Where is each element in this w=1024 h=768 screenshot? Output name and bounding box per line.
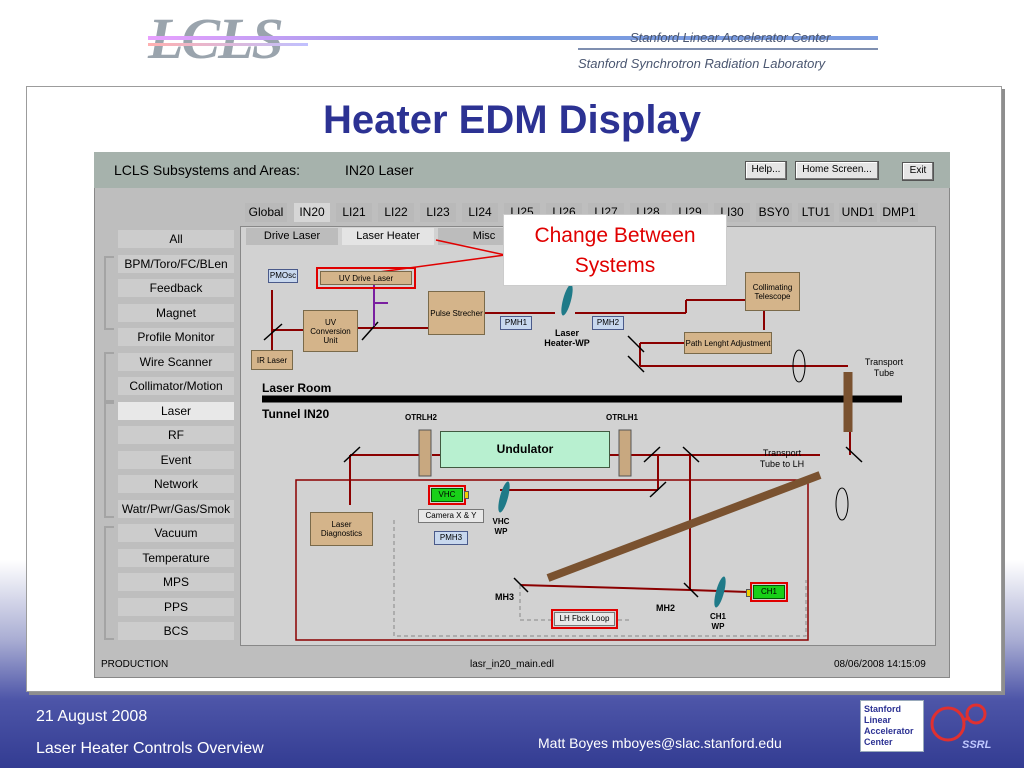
header-rule — [578, 48, 878, 50]
sidebar-item-temperature[interactable]: Temperature — [118, 549, 234, 567]
footer-date: 21 August 2008 — [36, 708, 148, 725]
svg-text:SSRL: SSRL — [962, 739, 992, 751]
laser-heater-wp-label: Laser Heater-WP — [544, 328, 590, 348]
sidebar-item-event[interactable]: Event — [118, 451, 234, 469]
exit-button[interactable]: Exit — [902, 162, 934, 181]
uv-drive-laser-button[interactable]: UV Drive Laser — [320, 271, 412, 285]
logo-swoosh-2 — [148, 43, 308, 46]
pmh1-button[interactable]: PMH1 — [500, 316, 532, 330]
tab-dmp1[interactable]: DMP1 — [880, 203, 918, 222]
subtab-drive-laser[interactable]: Drive Laser — [246, 228, 338, 245]
sidebar-item-feedback[interactable]: Feedback — [118, 279, 234, 297]
vhc-wp-label: VHC WP — [492, 517, 510, 536]
transport-tube-lh-label: Transport Tube to LH — [759, 448, 805, 469]
sidebar-bracket — [104, 352, 114, 402]
highlight-box — [750, 582, 788, 602]
sidebar-bracket — [104, 256, 114, 330]
callout-box: Change Between Systems — [503, 214, 727, 286]
camera-button[interactable]: Camera X & Y — [418, 509, 484, 523]
sidebar-item-network[interactable]: Network — [118, 475, 234, 493]
sidebar-item-vacuum[interactable]: Vacuum — [118, 524, 234, 542]
org-ssrl: Stanford Synchrotron Radiation Laborator… — [578, 56, 826, 71]
tab-und1[interactable]: UND1 — [839, 203, 877, 222]
highlight-box — [551, 609, 618, 629]
vhc-button[interactable]: VHC — [431, 488, 463, 502]
sidebar-item-mps[interactable]: MPS — [118, 573, 234, 591]
otrlh1-label: OTRLH1 — [606, 413, 638, 422]
undulator-button[interactable]: Undulator — [440, 431, 610, 468]
tab-ltu1[interactable]: LTU1 — [798, 203, 834, 222]
vhc-indicator — [464, 491, 469, 499]
callout-line2: Systems — [574, 254, 656, 277]
subtab-laser-heater[interactable]: Laser Heater — [342, 228, 434, 245]
tab-li23[interactable]: LI23 — [420, 203, 456, 222]
otrlh2-label: OTRLH2 — [405, 413, 437, 422]
help-button[interactable]: Help... — [745, 161, 787, 180]
status-file: lasr_in20_main.edl — [470, 659, 554, 670]
tab-li22[interactable]: LI22 — [378, 203, 414, 222]
callout-line1: Change Between — [534, 224, 696, 247]
sidebar-item-wire-scanner[interactable]: Wire Scanner — [118, 353, 234, 371]
tunnel-label: Tunnel IN20 — [262, 407, 330, 421]
footer-author: Matt Boyes mboyes@slac.stanford.edu — [538, 735, 782, 751]
logo-swoosh — [148, 36, 878, 40]
ch1-button[interactable]: CH1 — [753, 585, 785, 599]
lh-fbck-loop-button[interactable]: LH Fbck Loop — [554, 612, 615, 626]
org-slac: Stanford Linear Accelerator Center — [630, 30, 831, 45]
home-screen-button[interactable]: Home Screen... — [795, 161, 879, 180]
pmosc-button[interactable]: PMOsc — [268, 269, 298, 283]
tab-li21[interactable]: LI21 — [336, 203, 372, 222]
ir-laser-button[interactable]: IR Laser — [251, 350, 293, 370]
slac-logo: Stanford Linear Accelerator Center — [860, 700, 924, 752]
ch1-wp-label: CH1 WP — [709, 612, 726, 631]
highlight-box — [428, 485, 466, 505]
sidebar-item-water[interactable]: Watr/Pwr/Gas/Smok — [118, 500, 234, 518]
sidebar-item-all[interactable]: All — [118, 230, 234, 248]
sidebar-item-laser[interactable]: Laser — [118, 402, 234, 420]
ssrl-logo: SSRL — [930, 703, 992, 751]
pmh3-button[interactable]: PMH3 — [434, 531, 468, 545]
edm-area: IN20 Laser — [345, 162, 414, 178]
sidebar-item-profile-monitor[interactable]: Profile Monitor — [118, 328, 234, 346]
status-mode: PRODUCTION — [101, 659, 169, 670]
mh3-label: MH3 — [495, 592, 515, 602]
footer-talk: Laser Heater Controls Overview — [36, 740, 264, 757]
sidebar-bracket — [104, 526, 114, 640]
sidebar-bracket — [104, 402, 114, 518]
mh2-label: MH2 — [656, 603, 676, 613]
pulse-stretcher-button[interactable]: Pulse Strecher — [428, 291, 485, 335]
ch1-indicator — [746, 589, 751, 597]
laser-room-label: Laser Room — [262, 381, 332, 395]
tab-in20[interactable]: IN20 — [294, 203, 330, 222]
collimating-telescope-button[interactable]: Collimating Telescope — [745, 272, 800, 311]
highlight-box — [316, 267, 416, 289]
sidebar-item-pps[interactable]: PPS — [118, 598, 234, 616]
status-datetime: 08/06/2008 14:15:09 — [834, 659, 926, 670]
tab-global[interactable]: Global — [245, 203, 287, 222]
slide-title: Heater EDM Display — [323, 98, 701, 142]
tab-li24[interactable]: LI24 — [462, 203, 498, 222]
sidebar-item-bpm[interactable]: BPM/Toro/FC/BLen — [118, 255, 234, 273]
laser-diagnostics-button[interactable]: Laser Diagnostics — [310, 512, 373, 546]
path-length-button[interactable]: Path Lenght Adjustment — [684, 332, 772, 354]
sidebar-item-collimator[interactable]: Collimator/Motion — [118, 377, 234, 395]
pmh2-button[interactable]: PMH2 — [592, 316, 624, 330]
sidebar-item-magnet[interactable]: Magnet — [118, 304, 234, 322]
transport-tube-label: Transport Tube — [864, 357, 904, 378]
uv-conversion-button[interactable]: UV Conversion Unit — [303, 310, 358, 352]
tab-bsy0[interactable]: BSY0 — [756, 203, 792, 222]
edm-heading: LCLS Subsystems and Areas: — [114, 162, 300, 178]
sidebar-item-rf[interactable]: RF — [118, 426, 234, 444]
sidebar-item-bcs[interactable]: BCS — [118, 622, 234, 640]
